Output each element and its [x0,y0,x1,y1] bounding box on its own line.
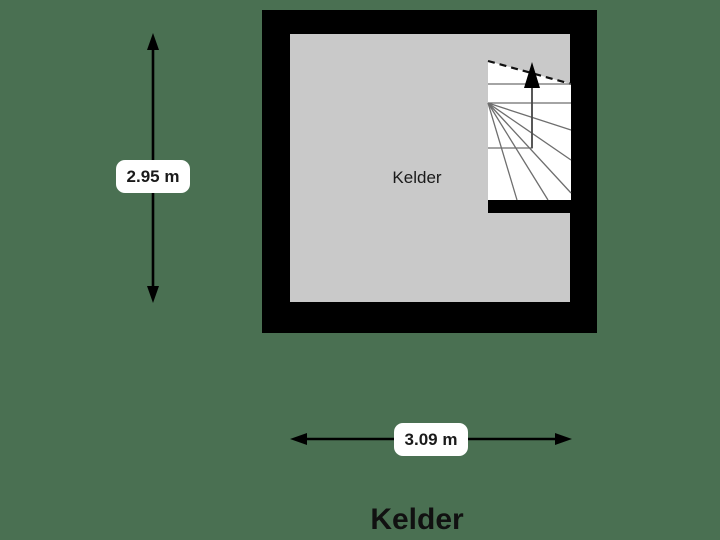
dimension-horizontal: 3.09 m [290,423,572,456]
dimension-vertical-label-bg [116,160,190,193]
dimension-arrow-left-icon [290,433,307,445]
dimension-horizontal-label: 3.09 m [405,430,458,449]
plan-title: Kelder [370,503,464,536]
stair-winder-line [487,102,518,201]
stair-footprint [488,61,571,200]
stair-winder-line [487,102,549,201]
room-label-kelder: Kelder [392,168,441,187]
dimension-horizontal-label-bg [394,423,468,456]
dimension-vertical-label: 2.95 m [127,167,180,186]
stair-direction-arrow-up-icon [524,62,540,88]
stair-support-wall [488,200,572,213]
dimension-arrow-up-icon [147,33,159,50]
dimension-arrow-down-icon [147,286,159,303]
stair-cut-line-dashed [487,59,572,86]
dimension-vertical: 2.95 m [116,33,190,303]
winder-staircase [487,59,572,213]
dimension-arrow-right-icon [555,433,572,445]
stair-winder-line [487,102,572,161]
stair-winder-line [487,102,572,131]
